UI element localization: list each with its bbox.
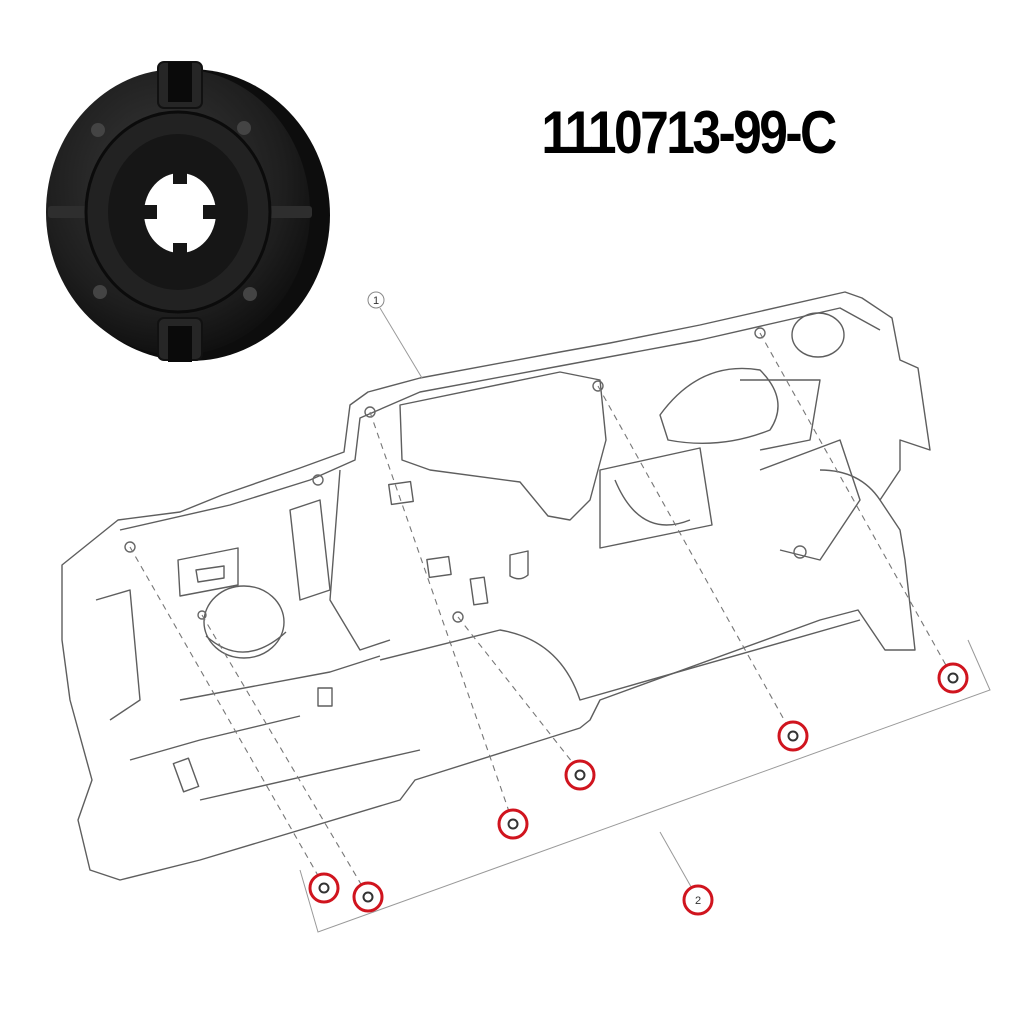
callout-2-label: 2 [695, 895, 701, 907]
callout-1-label: 1 [373, 295, 379, 307]
clip-marker [937, 662, 969, 694]
callout-1: 1 [367, 291, 385, 309]
part-number-title: 1110713-99-C [541, 99, 837, 166]
alignment-lines [129, 332, 953, 897]
callout-leaders [299, 307, 991, 933]
dashboard-insulator-drawing [61, 291, 931, 881]
clip-marker [308, 872, 340, 904]
clip-marker [352, 881, 384, 913]
callout-2: 2 [682, 884, 714, 916]
clip-marker [497, 808, 529, 840]
clip-markers [308, 662, 969, 913]
mounting-holes [124, 327, 807, 623]
clip-marker [564, 759, 596, 791]
insulator-outline [61, 291, 931, 881]
grommet-clip-image [46, 61, 330, 362]
clip-marker [777, 720, 809, 752]
